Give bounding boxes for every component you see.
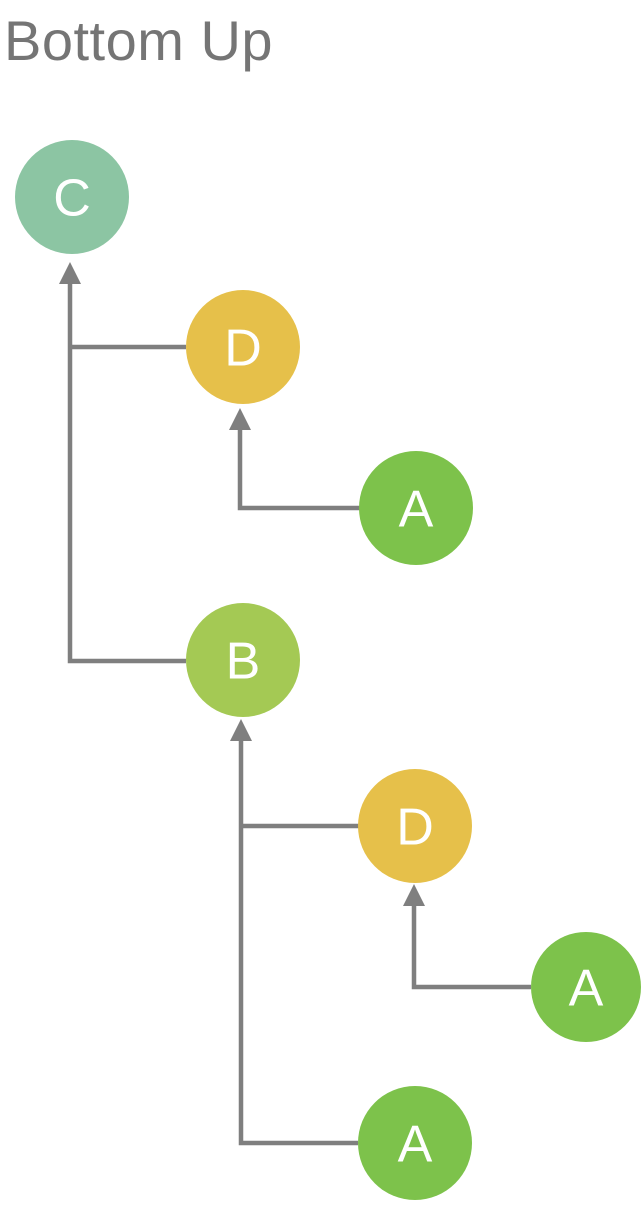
- diagram-title: Bottom Up: [4, 9, 274, 72]
- edge-a3-to-b: [238, 739, 358, 1146]
- node-a3-label: A: [398, 1116, 433, 1174]
- node-d2: D: [358, 769, 472, 883]
- edge-a1-to-d1: [237, 428, 361, 511]
- node-a1: A: [359, 451, 473, 565]
- node-c: C: [15, 140, 129, 254]
- edge-a2-to-d2: [411, 904, 531, 990]
- node-c-circle: [15, 140, 129, 254]
- node-a2: A: [531, 932, 641, 1042]
- node-a3-circle: [358, 1086, 472, 1200]
- node-a2-circle: [531, 932, 641, 1042]
- edge-a3-to-b-arrowhead-icon: [230, 719, 252, 741]
- node-b-circle: [186, 603, 300, 717]
- node-d1-circle: [186, 290, 300, 404]
- edge-a2-to-d2-arrowhead-icon: [403, 884, 425, 906]
- node-b-label: B: [226, 633, 261, 691]
- edge-b-to-c-arrowhead-icon: [59, 262, 81, 284]
- node-a3: A: [358, 1086, 472, 1200]
- node-d2-circle: [358, 769, 472, 883]
- node-a1-label: A: [399, 481, 434, 539]
- node-d2-label: D: [396, 799, 434, 857]
- node-b: B: [186, 603, 300, 717]
- node-d1-label: D: [224, 320, 262, 378]
- node-d1: D: [186, 290, 300, 404]
- edge-a1-to-d1-arrowhead-icon: [229, 408, 251, 430]
- node-c-label: C: [53, 170, 91, 228]
- edge-b-to-c: [67, 282, 186, 664]
- node-a1-circle: [359, 451, 473, 565]
- node-a2-label: A: [569, 960, 604, 1018]
